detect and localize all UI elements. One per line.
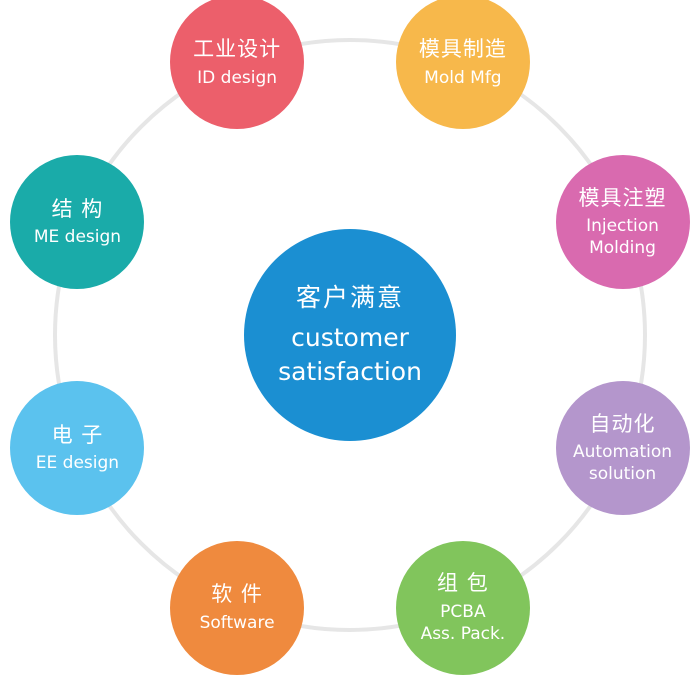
node-injection-molding: 模具注塑 Injection Molding (555, 155, 690, 290)
node-pcba: 组 包 PCBA Ass. Pack. (395, 540, 530, 675)
ring-circle (53, 38, 647, 632)
node-label-en: ID design (197, 67, 278, 88)
node-label-zh: 电 子 (51, 422, 104, 447)
node-label-zh: 结 构 (51, 196, 104, 221)
node-label-zh: 模具制造 (418, 37, 507, 62)
center-label-en: customer satisfaction (278, 322, 422, 386)
center-customer-satisfaction: 客户满意 customer satisfaction (244, 229, 456, 441)
node-label-en: Mold Mfg (424, 67, 502, 88)
node-automation: 自动化 Automation solution (555, 380, 690, 515)
center-label-zh: 客户满意 (295, 282, 404, 312)
node-label-en: Injection Molding (586, 216, 659, 259)
node-label-zh: 工业设计 (193, 37, 282, 62)
node-label-zh: 组 包 (437, 571, 489, 596)
node-label-en: Software (199, 612, 275, 633)
node-label-en: Automation solution (573, 441, 673, 485)
node-mold-mfg: 模具制造 Mold Mfg (395, 0, 530, 130)
node-label-zh: 自动化 (589, 411, 656, 436)
node-label-en: ME design (33, 227, 122, 248)
node-label-zh: 软 件 (211, 582, 263, 607)
node-ee-design: 电 子 EE design (10, 380, 145, 515)
node-label-en: EE design (35, 452, 120, 473)
node-me-design: 结 构 ME design (10, 155, 145, 290)
node-id-design: 工业设计 ID design (170, 0, 305, 130)
node-label-zh: 模具注塑 (578, 185, 667, 210)
node-software: 软 件 Software (170, 540, 305, 675)
node-label-en: PCBA Ass. Pack. (420, 601, 506, 644)
